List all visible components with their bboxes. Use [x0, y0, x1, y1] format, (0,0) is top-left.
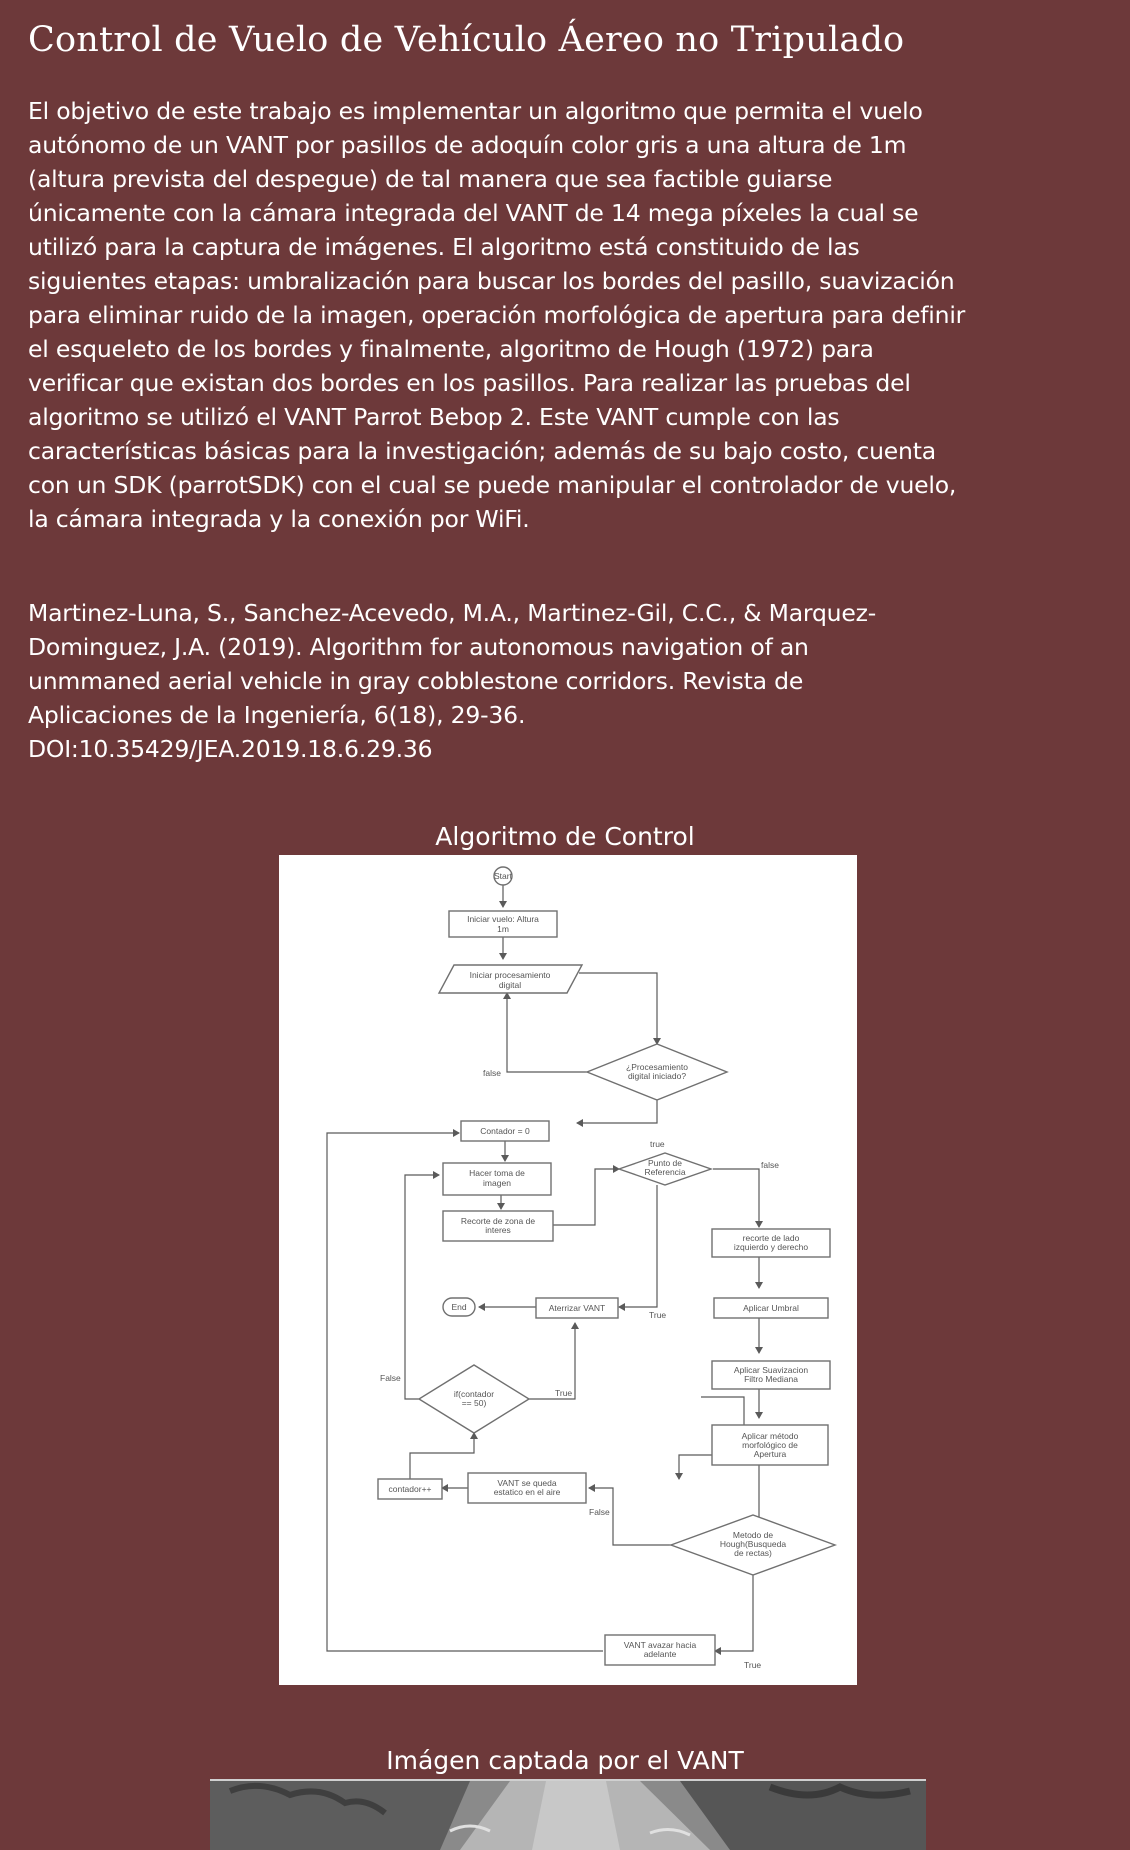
flowchart-node-crop-zone: Recorte de zona de interes: [443, 1211, 553, 1241]
flowchart-node-smoothing: Aplicar Suavizacion Filtro Mediana: [712, 1361, 830, 1389]
flowchart-figure: Start Iniciar vuelo: Altura 1m Iniciar p…: [279, 855, 857, 1685]
svg-text:digital: digital: [499, 980, 521, 990]
svg-text:1m: 1m: [497, 924, 509, 934]
flowchart-node-init-processing: Iniciar procesamiento digital: [439, 965, 582, 993]
svg-text:digital iniciado?: digital iniciado?: [628, 1071, 686, 1081]
svg-text:Iniciar vuelo: Altura: Iniciar vuelo: Altura: [467, 914, 539, 924]
svg-text:adelante: adelante: [644, 1649, 677, 1659]
flowchart-node-end: End: [443, 1298, 475, 1316]
svg-text:false: false: [761, 1160, 779, 1170]
svg-text:contador++: contador++: [388, 1484, 431, 1494]
svg-text:Iniciar procesamiento: Iniciar procesamiento: [470, 970, 551, 980]
svg-text:true: true: [650, 1139, 665, 1149]
drone-captured-photo: [210, 1779, 926, 1850]
flowchart-node-init-flight: Iniciar vuelo: Altura 1m: [449, 911, 557, 937]
svg-text:True: True: [744, 1660, 761, 1670]
svg-text:false: false: [483, 1068, 501, 1078]
flowchart-node-take-image: Hacer toma de imagen: [443, 1163, 551, 1195]
figure-title-captured-image: Imágen captada por el VANT: [0, 1746, 1130, 1775]
flowchart-node-counter-increment: contador++: [378, 1479, 442, 1499]
figure-title-algorithm: Algoritmo de Control: [0, 822, 1130, 851]
svg-text:End: End: [451, 1302, 466, 1312]
svg-text:interes: interes: [485, 1225, 511, 1235]
svg-text:Aterrizar VANT: Aterrizar VANT: [549, 1303, 606, 1313]
svg-text:Contador = 0: Contador = 0: [480, 1126, 530, 1136]
flowchart-node-if-counter: if(contador == 50): [419, 1365, 529, 1433]
svg-text:imagen: imagen: [483, 1178, 511, 1188]
flowchart-svg: Start Iniciar vuelo: Altura 1m Iniciar p…: [279, 855, 857, 1685]
citation-paragraph: Martinez-Luna, S., Sanchez-Acevedo, M.A.…: [28, 596, 948, 766]
corridor-photo-illustration: [210, 1781, 926, 1850]
svg-text:Referencia: Referencia: [644, 1167, 685, 1177]
flowchart-node-advance: VANT avazar hacia adelante: [605, 1635, 715, 1665]
svg-text:Start: Start: [494, 871, 513, 881]
flowchart-node-reference-point: Punto de Referencia: [619, 1153, 711, 1185]
svg-text:True: True: [555, 1388, 572, 1398]
svg-text:Apertura: Apertura: [754, 1449, 787, 1459]
page-title: Control de Vuelo de Vehículo Áereo no Tr…: [28, 20, 904, 60]
citation-reference: Martinez-Luna, S., Sanchez-Acevedo, M.A.…: [28, 599, 876, 729]
flowchart-node-counter-zero: Contador = 0: [461, 1121, 549, 1141]
svg-text:False: False: [380, 1373, 401, 1383]
flowchart-node-start: Start: [494, 867, 513, 885]
flowchart-node-land: Aterrizar VANT: [536, 1298, 618, 1318]
svg-text:Filtro Mediana: Filtro Mediana: [744, 1374, 798, 1384]
svg-text:de rectas): de rectas): [734, 1548, 772, 1558]
flowchart-node-threshold: Aplicar Umbral: [714, 1298, 828, 1318]
flowchart-node-crop-sides: recorte de lado izquierdo y derecho: [712, 1229, 830, 1257]
flowchart-node-hough: Metodo de Hough(Busqueda de rectas): [671, 1515, 835, 1575]
svg-text:estatico en el aire: estatico en el aire: [494, 1487, 561, 1497]
svg-text:Aplicar Umbral: Aplicar Umbral: [743, 1303, 799, 1313]
svg-text:izquierdo y derecho: izquierdo y derecho: [734, 1242, 808, 1252]
svg-text:True: True: [649, 1310, 666, 1320]
flowchart-node-morphology: Aplicar método morfológico de Apertura: [712, 1425, 828, 1465]
abstract-paragraph: El objetivo de este trabajo es implement…: [28, 94, 968, 536]
citation-doi: DOI:10.35429/JEA.2019.18.6.29.36: [28, 735, 432, 763]
svg-text:False: False: [589, 1507, 610, 1517]
svg-text:Hacer toma de: Hacer toma de: [469, 1168, 525, 1178]
svg-text:== 50): == 50): [462, 1398, 487, 1408]
flowchart-node-processing-started: ¿Procesamiento digital iniciado?: [587, 1044, 727, 1100]
flowchart-node-hover: VANT se queda estatico en el aire: [468, 1473, 586, 1503]
